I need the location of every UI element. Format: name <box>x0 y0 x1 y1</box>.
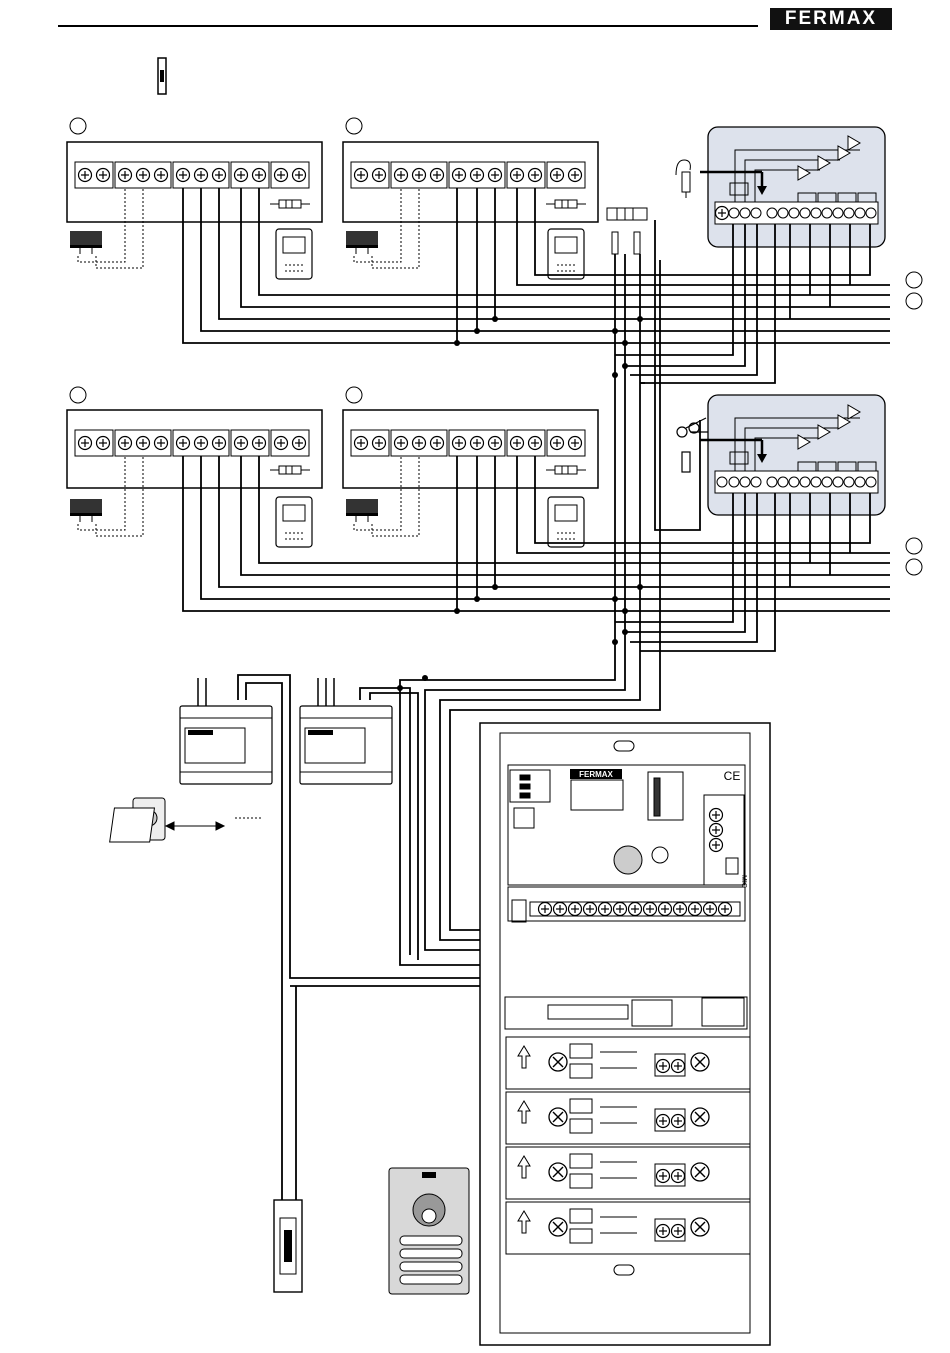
reader-module <box>110 808 262 842</box>
electric-lock <box>274 1200 302 1292</box>
ref-circles <box>906 272 922 575</box>
power-supply-1 <box>180 678 272 784</box>
push-button-1 <box>70 231 102 254</box>
distributor-1 <box>67 118 322 222</box>
scissors-icon <box>677 418 708 472</box>
distributor-2 <box>343 118 598 222</box>
distributor-3 <box>67 387 322 488</box>
monitor-3 <box>276 497 312 547</box>
mic-label: MIC <box>740 875 747 888</box>
door-release-symbol <box>158 58 166 94</box>
expansion-module-4 <box>506 1202 750 1254</box>
expansion-module-3 <box>506 1147 750 1199</box>
distributor-4 <box>343 387 598 488</box>
push-button-4 <box>346 499 378 522</box>
floor-decoder-lower <box>700 395 885 515</box>
push-button-3 <box>70 499 102 522</box>
expansion-module-1 <box>506 1037 750 1089</box>
entrance-panel <box>389 1168 469 1294</box>
floor-decoder-upper <box>700 127 885 247</box>
control-unit-brand: FERMAX <box>579 770 613 779</box>
double-arrow-icon <box>166 822 224 830</box>
ce-mark: CE <box>724 769 741 783</box>
push-button-2 <box>346 231 378 254</box>
end-resistor-mid <box>607 208 647 254</box>
end-resistor-upper <box>676 160 690 198</box>
expansion-module-2 <box>506 1092 750 1144</box>
monitor-4 <box>548 497 584 547</box>
monitor-2 <box>548 229 584 279</box>
monitor-1 <box>276 229 312 279</box>
